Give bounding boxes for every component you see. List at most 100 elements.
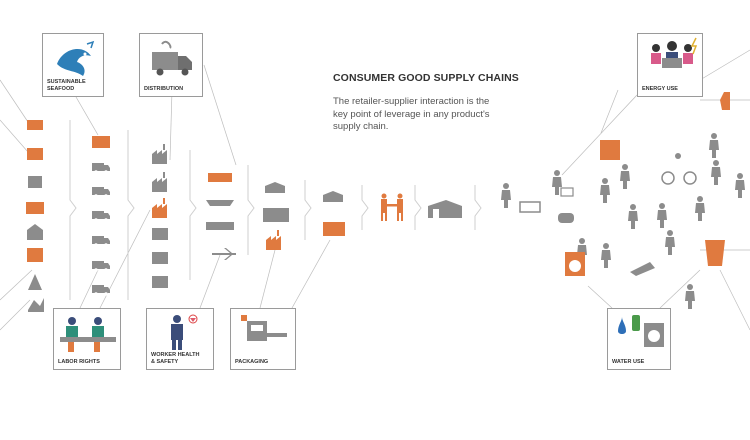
warehouse-icon (265, 182, 285, 193)
connector-line (659, 269, 701, 309)
fish-icon (57, 40, 95, 76)
person-icon (735, 173, 745, 198)
callout-energy-use: ENERGY USE (637, 33, 703, 97)
connector-lines (0, 49, 750, 331)
consumers-group (501, 92, 745, 309)
divider-chevron (361, 185, 369, 230)
plant-icon (152, 228, 168, 240)
oil-rig-icon (28, 274, 42, 290)
family-laptop-icon (651, 37, 698, 68)
page-title: CONSUMER GOOD SUPPLY CHAINS (333, 72, 519, 84)
retail-warehouse-column (323, 191, 345, 236)
gamepad-icon (558, 213, 574, 223)
callout-water-use: WATER USE (607, 308, 671, 370)
callout-label: PACKAGING (235, 358, 269, 365)
plant-icon (152, 252, 168, 264)
factory-icon (152, 144, 167, 164)
mining-icon (28, 298, 44, 312)
bicycle-wheel-icon (661, 171, 675, 185)
raw-materials-column (26, 120, 44, 312)
connector-line (291, 239, 331, 309)
transport-column (206, 173, 236, 260)
truck-icon (92, 261, 110, 272)
barn-icon (27, 224, 43, 240)
divider-chevron (474, 185, 482, 230)
field-icon (27, 148, 43, 160)
worker-icon (171, 314, 198, 350)
connector-line (600, 89, 619, 134)
airplane-icon (212, 248, 236, 260)
vacuum-icon (630, 262, 655, 276)
connector-line (71, 89, 99, 136)
bicycle-wheel-icon (683, 171, 697, 185)
basket-icon (560, 187, 574, 197)
person-icon (628, 204, 638, 229)
divider-chevron (189, 150, 197, 280)
washing-machine-water-icon (618, 315, 664, 347)
page-description: The retailer-supplier interaction is the… (333, 96, 490, 132)
person-icon (711, 160, 721, 185)
person-icon (665, 230, 675, 255)
callout-label: DISTRIBUTION (144, 85, 184, 92)
stage-dividers (69, 120, 482, 300)
person-icon (695, 196, 705, 221)
connector-line (587, 285, 613, 309)
divider-chevron (127, 130, 135, 300)
packaging-machine-icon (241, 315, 287, 341)
delivery-truck-icon (152, 40, 192, 76)
person-icon (709, 133, 719, 158)
truck-icon (92, 285, 110, 296)
callout-label: LABOR RIGHTS (58, 358, 100, 365)
connector-line (259, 249, 276, 309)
processing-column (92, 136, 110, 296)
connector-line (0, 79, 31, 126)
plant-icon (152, 276, 168, 288)
person-icon (620, 164, 630, 189)
family-icon (600, 140, 620, 160)
person-icon (657, 203, 667, 228)
warehouse-icon (323, 191, 343, 202)
distribution-centers-column (263, 182, 289, 250)
connector-line (0, 119, 29, 153)
processing-plant-icon (92, 136, 110, 148)
warehouse-icon (323, 222, 345, 236)
factory-icon (266, 230, 281, 250)
connector-line (169, 89, 173, 161)
handshake-icon (381, 193, 403, 221)
crop-icon (27, 248, 43, 262)
distribution-center-icon (263, 208, 289, 222)
farm-icon (27, 120, 43, 130)
connector-line (561, 94, 638, 176)
divider-chevron (304, 180, 312, 240)
store-icon (428, 200, 462, 218)
shopper-icon (501, 183, 511, 208)
washer-door-icon (569, 260, 581, 272)
harvester-icon (26, 202, 44, 214)
callout-sustainable-seafood: SUSTAINABLE SEAFOOD (42, 33, 104, 97)
ship-icon (206, 200, 234, 206)
connector-line (199, 254, 221, 309)
spray-bottle-icon (720, 92, 730, 110)
callout-distribution: DISTRIBUTION (139, 33, 203, 97)
callout-label: WORKER HEALTH & SAFETY (151, 352, 200, 365)
manufacturing-column (152, 144, 168, 288)
connector-line (0, 269, 33, 301)
cyclist-icon (675, 153, 681, 159)
truck-icon (92, 163, 110, 174)
connector-line (79, 269, 99, 309)
callout-label: ENERGY USE (642, 85, 678, 92)
callout-packaging: PACKAGING (230, 308, 296, 370)
person-icon (601, 243, 611, 268)
connector-line (203, 64, 237, 166)
callout-label: WATER USE (612, 358, 645, 365)
callout-labor-rights: LABOR RIGHTS (53, 308, 121, 370)
callout-worker-health: WORKER HEALTH & SAFETY (146, 308, 214, 370)
connector-line (0, 299, 31, 331)
shopping-cart-icon (519, 201, 541, 213)
person-icon (600, 178, 610, 203)
divider-chevron (414, 185, 422, 230)
truck-icon (92, 187, 110, 198)
freight-truck-icon (208, 173, 232, 182)
